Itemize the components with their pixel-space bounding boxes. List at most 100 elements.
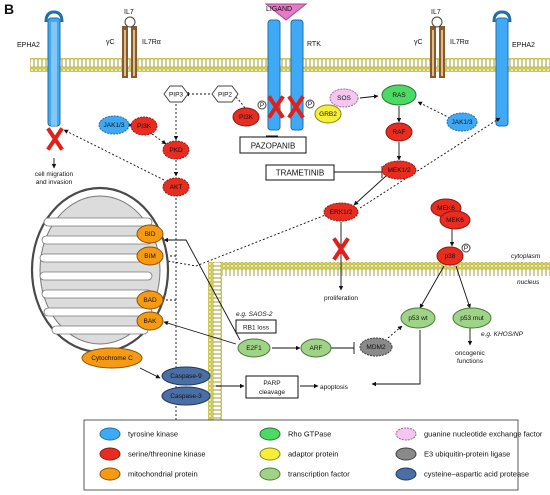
legend-label: tyrosine kinase	[128, 430, 178, 439]
phospho-pi3k-node: P	[257, 100, 267, 110]
edge-sos-ras	[359, 94, 379, 99]
legend-swatch	[99, 427, 121, 441]
edge-mek-erk	[353, 175, 387, 206]
svg-text:P: P	[308, 101, 312, 108]
legend-item: mitochondrial protein	[99, 467, 198, 481]
pip2-node: PIP2	[211, 85, 239, 103]
il7ra-left-label: IL7Rα	[142, 39, 161, 46]
pip3-node: PIP3	[163, 85, 189, 103]
legend-swatch	[99, 467, 121, 481]
svg-text:Caspase-9: Caspase-9	[170, 373, 202, 380]
svg-text:P: P	[260, 102, 264, 109]
bak-node: BAK	[136, 311, 164, 331]
parp-cleavage-box: PARP cleavage	[245, 375, 299, 399]
eg-khos-text: e.g. KHOS/NP	[481, 331, 524, 338]
svg-text:JAK1/3: JAK1/3	[452, 119, 473, 126]
il7-receptor-left	[122, 16, 137, 78]
legend-swatch	[99, 447, 121, 461]
edge-erk-epha2	[359, 117, 501, 209]
svg-text:ERK1/2: ERK1/2	[330, 209, 353, 216]
caspase9-node: Caspase-9	[161, 366, 211, 386]
edge-e2f1-bak	[163, 321, 237, 345]
akt-node: AKT	[162, 177, 190, 197]
svg-text:SOS: SOS	[337, 95, 351, 102]
svg-text:BIM: BIM	[144, 253, 156, 260]
trametinib-box: TRAMETINIB	[265, 164, 335, 181]
jak13-left-node: JAK1/3	[98, 115, 130, 135]
edge-p38-p53mut	[455, 265, 471, 309]
svg-text:RB1 loss: RB1 loss	[243, 325, 270, 332]
plasma-membrane	[30, 58, 550, 72]
pi3k-left-node: PI3K	[130, 116, 158, 136]
jak13-right-node: JAK1/3	[446, 112, 478, 132]
cytochrome-c-node: Cytochrome C	[81, 347, 143, 369]
apoptosis-text: apoptosis	[320, 384, 349, 391]
il7ra-right-label: IL7Rα	[450, 39, 469, 46]
caspase3-node: Caspase-3	[161, 386, 211, 406]
raf-node: RAF	[385, 122, 413, 142]
nucleus-text: nucleus	[517, 279, 540, 286]
p53mut-node: p53 mut	[452, 307, 492, 329]
legend-label: adaptor protein	[288, 450, 338, 459]
svg-text:MEK1/2: MEK1/2	[387, 167, 411, 174]
mitochondrion	[30, 186, 170, 354]
svg-text:GRB2: GRB2	[319, 111, 337, 118]
rtk-label: RTK	[307, 41, 321, 48]
legend-swatch	[259, 427, 281, 441]
inhibition-x-marks	[46, 95, 350, 261]
edge-e2f1-bid	[163, 237, 241, 341]
svg-text:PI3K: PI3K	[137, 123, 152, 130]
legend-swatch	[395, 447, 417, 461]
legend-item: E3 ubiquitin-protein ligase	[395, 447, 510, 461]
svg-text:BAD: BAD	[143, 297, 157, 304]
legend-items: tyrosine kinase Rho GTPase guanine nucleot…	[99, 427, 543, 481]
legend-swatch	[259, 447, 281, 461]
il7-right-label: IL7	[431, 9, 441, 16]
legend-swatch	[395, 467, 417, 481]
gamma-c-left-label: γC	[106, 39, 115, 46]
grb2-node: GRB2	[314, 104, 342, 124]
legend-label: serine/threonine kinase	[128, 450, 206, 459]
legend-item: adaptor protein	[259, 447, 338, 461]
edge-p38-p53wt	[419, 265, 445, 309]
svg-text:cleavage: cleavage	[259, 389, 285, 396]
bim-node: BIM	[136, 246, 164, 266]
edge-erk-bim	[161, 213, 329, 267]
il7-receptor-right	[430, 16, 445, 78]
svg-text:PIP2: PIP2	[218, 92, 232, 99]
bad-node: BAD	[136, 290, 164, 310]
legend-swatch	[259, 467, 281, 481]
panel-letter: B	[4, 1, 14, 17]
legend-item: guanine nucleotide exchange factor	[395, 427, 543, 441]
svg-text:PIP3: PIP3	[169, 92, 183, 99]
oncogenic-text-1: oncogenic	[455, 350, 485, 357]
edge-p53wt-apoptosis	[371, 330, 421, 387]
inhibit-arf-mdm2	[330, 342, 355, 354]
edge-jak-right-ras	[417, 101, 451, 119]
gamma-c-right-label: γC	[414, 39, 423, 46]
svg-text:RAF: RAF	[393, 129, 406, 136]
mek12-node: MEK1/2	[381, 160, 417, 180]
bid-node: BID	[136, 224, 164, 244]
svg-text:RAS: RAS	[392, 92, 406, 99]
legend-item: Rho GTPase	[259, 427, 331, 441]
svg-text:p38: p38	[445, 253, 456, 260]
svg-text:JAK1/3: JAK1/3	[104, 122, 125, 129]
svg-text:PAZOPANIB: PAZOPANIB	[251, 142, 296, 151]
mdm2-node: MDM2	[359, 337, 393, 357]
svg-text:MEK6: MEK6	[437, 205, 455, 212]
svg-text:BID: BID	[145, 231, 156, 238]
svg-text:E2F1: E2F1	[246, 345, 262, 352]
p53wt-node: p53 wt	[400, 307, 436, 329]
proliferation-text: proliferation	[324, 295, 358, 302]
oncogenic-text-2: functions	[457, 358, 484, 365]
erk12-node: ERK1/2	[323, 202, 359, 222]
svg-text:P: P	[464, 245, 468, 252]
legend-item: transcription factor	[259, 467, 350, 481]
mek6-bottom-node: MEK6	[439, 210, 471, 230]
svg-text:BAK: BAK	[143, 318, 157, 325]
edge-cytc-caspase	[139, 367, 161, 379]
legend-label: transcription factor	[288, 470, 350, 479]
epha2-right-label: EPHA2	[512, 42, 535, 49]
